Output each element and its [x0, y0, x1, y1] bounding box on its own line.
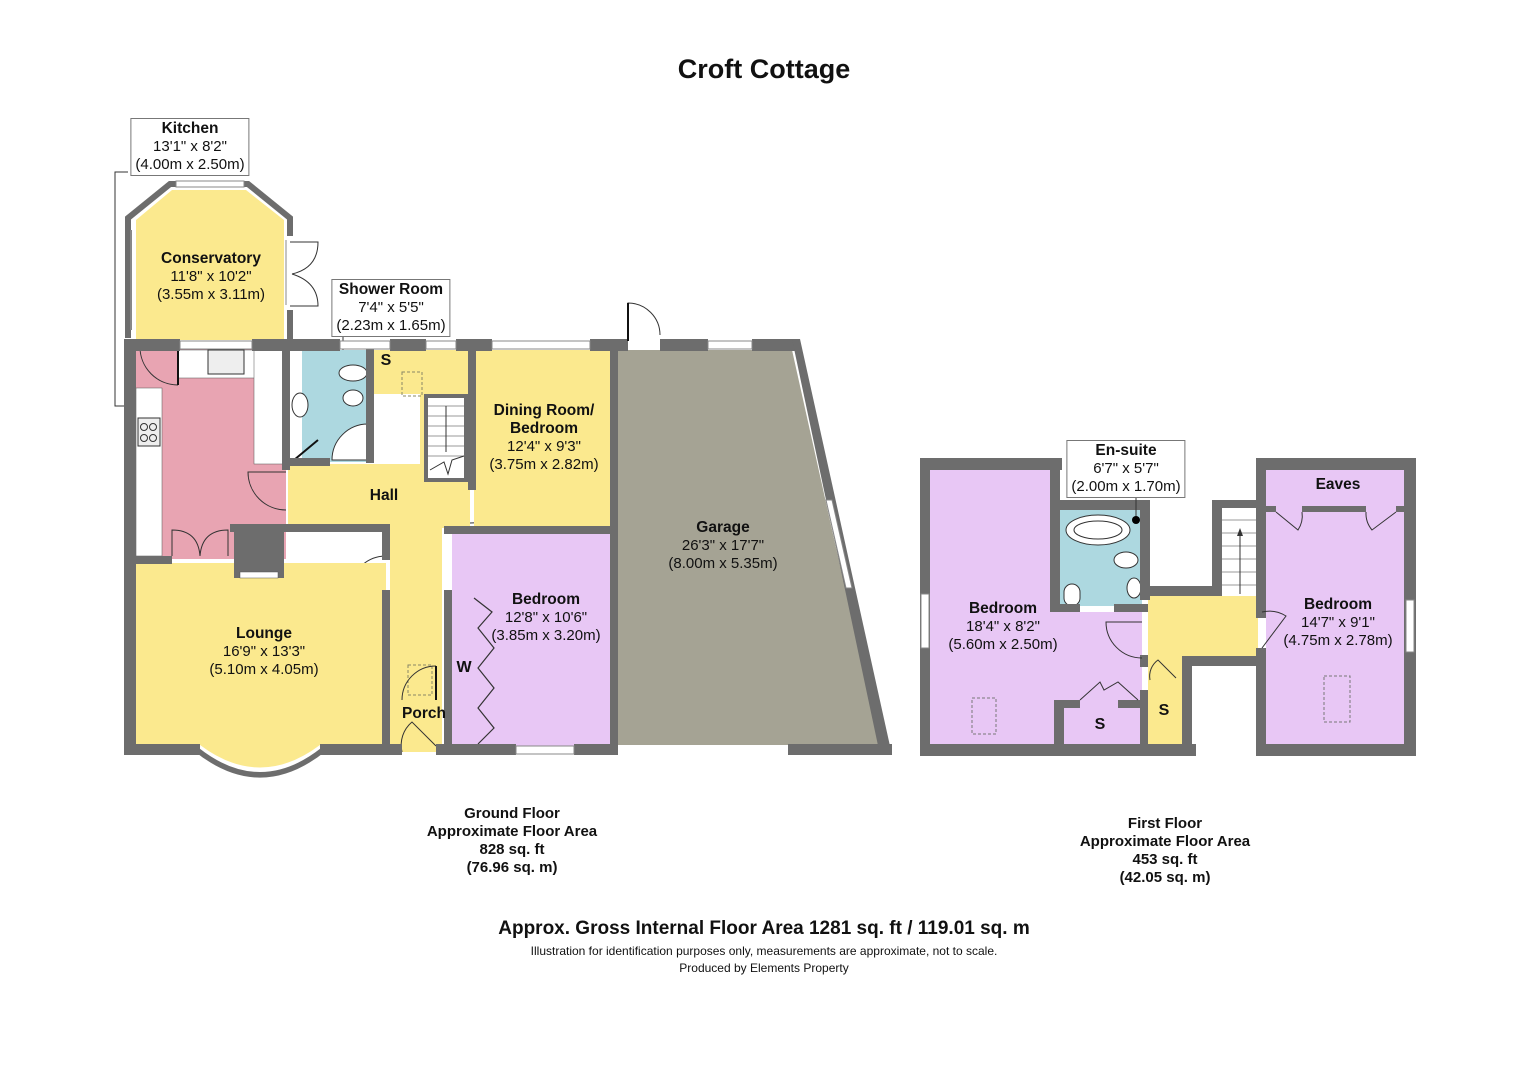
first-floor-area-line4: (42.05 sq. m) — [1119, 869, 1211, 886]
ground-bedroom — [452, 534, 610, 746]
first-bedroom-2-name: Bedroom — [1303, 596, 1373, 613]
hall-name: Hall — [369, 487, 399, 504]
page-title: Croft Cottage — [677, 54, 851, 84]
ground-floor-area-line1: Ground Floor — [464, 805, 560, 822]
ensuite-imperial: 6'7" x 5'7" — [1093, 460, 1159, 477]
conservatory-label: Conservatory 11'8" x 10'2" (3.55m x 3.11… — [157, 250, 265, 304]
wardrobe-marker: W — [456, 659, 472, 676]
store-marker-ff-2: S — [1158, 702, 1170, 719]
garage-imperial: 26'3" x 17'7" — [681, 537, 765, 554]
first-bedroom-1-label: Bedroom 18'4" x 8'2" (5.60m x 2.50m) — [948, 600, 1057, 654]
ground-bedroom-name: Bedroom — [511, 591, 581, 608]
shower-room-imperial: 7'4" x 5'5" — [358, 299, 424, 316]
first-bedroom-2-label: Bedroom 14'7" x 9'1" (4.75m x 2.78m) — [1283, 596, 1392, 650]
ground-bedroom-imperial: 12'8" x 10'6" — [504, 609, 588, 626]
bath-icon — [1065, 514, 1131, 546]
ground-floor-area-line4: (76.96 sq. m) — [466, 859, 558, 876]
first-bedroom-1-metric: (5.60m x 2.50m) — [948, 636, 1058, 653]
garage-name: Garage — [696, 519, 750, 536]
lounge-room — [136, 563, 386, 745]
garage-metric: (8.00m x 5.35m) — [668, 555, 778, 572]
ground-floor-area-line2: Approximate Floor Area — [426, 823, 598, 840]
hall-label: Hall — [370, 487, 398, 505]
landing — [1148, 596, 1258, 658]
kitchen-name: Kitchen — [161, 120, 219, 137]
first-floor-area-line3: 453 sq. ft — [1132, 851, 1198, 868]
first-bedroom-1-name: Bedroom — [968, 600, 1038, 617]
garage-room — [616, 350, 880, 745]
dining-name-line1: Dining Room/ — [493, 402, 595, 419]
conservatory-metric: (3.55m x 3.11m) — [156, 286, 266, 303]
kitchen-metric: (4.00m x 2.50m) — [135, 156, 245, 173]
chimney-breast — [234, 530, 284, 578]
bidet-icon — [342, 389, 364, 407]
eaves-name: Eaves — [1315, 476, 1361, 493]
dining-room-label: Dining Room/ Bedroom 12'4" x 9'3" (3.75m… — [489, 402, 598, 474]
toilet-icon — [338, 364, 368, 382]
kitchen-label: Kitchen 13'1" x 8'2" (4.00m x 2.50m) — [130, 118, 250, 176]
kitchen-imperial: 13'1" x 8'2" — [153, 138, 227, 155]
ground-bedroom-metric: (3.85m x 3.20m) — [491, 627, 601, 644]
eaves-label: Eaves — [1316, 476, 1361, 494]
dining-room — [474, 350, 610, 526]
first-bedroom-1-imperial: 18'4" x 8'2" — [966, 618, 1040, 635]
first-floor-area: First Floor Approximate Floor Area 453 s… — [1080, 815, 1250, 887]
first-bedroom-2-metric: (4.75m x 2.78m) — [1283, 632, 1393, 649]
first-floor-area-line2: Approximate Floor Area — [1079, 833, 1251, 850]
gross-floor-area: Approx. Gross Internal Floor Area 1281 s… — [498, 918, 1030, 939]
first-bedroom-2 — [1266, 470, 1406, 746]
store-marker-ff-1: S — [1094, 716, 1106, 733]
conservatory-room — [136, 190, 284, 340]
store-marker-gf: S — [380, 352, 392, 369]
shower-room-label: Shower Room 7'4" x 5'5" (2.23m x 1.65m) — [331, 279, 451, 337]
dining-name-line2: Bedroom — [509, 420, 579, 437]
sink-icon — [207, 349, 245, 375]
shower-room-metric: (2.23m x 1.65m) — [336, 317, 446, 334]
basin-icon — [291, 392, 309, 418]
hob-icon — [137, 417, 161, 447]
garage-label: Garage 26'3" x 17'7" (8.00m x 5.35m) — [668, 519, 777, 573]
producer-credit: Produced by Elements Property — [679, 961, 849, 975]
lounge-label: Lounge 16'9" x 13'3" (5.10m x 4.05m) — [209, 625, 318, 679]
dining-imperial: 12'4" x 9'3" — [507, 438, 581, 455]
first-floor-area-line1: First Floor — [1127, 815, 1203, 832]
first-bedroom-1 — [930, 468, 1142, 744]
shower-room-name: Shower Room — [338, 281, 444, 298]
dining-metric: (3.75m x 2.82m) — [489, 456, 599, 473]
ensuite-metric: (2.00m x 1.70m) — [1071, 478, 1181, 495]
conservatory-imperial: 11'8" x 10'2" — [170, 268, 252, 285]
ground-bedroom-label: Bedroom 12'8" x 10'6" (3.85m x 3.20m) — [491, 591, 600, 645]
ensuite-name: En-suite — [1095, 442, 1157, 459]
disclaimer: Illustration for identification purposes… — [530, 944, 998, 958]
porch-name: Porch — [402, 705, 446, 722]
ensuite-label: En-suite 6'7" x 5'7" (2.00m x 1.70m) — [1066, 440, 1186, 498]
ground-floor-area: Ground Floor Approximate Floor Area 828 … — [427, 805, 597, 877]
lounge-name: Lounge — [236, 625, 292, 642]
lounge-imperial: 16'9" x 13'3" — [222, 643, 306, 660]
first-bedroom-2-imperial: 14'7" x 9'1" — [1301, 614, 1375, 631]
porch-label: Porch — [402, 705, 446, 723]
lounge-metric: (5.10m x 4.05m) — [209, 661, 319, 678]
ground-floor-area-line3: 828 sq. ft — [479, 841, 545, 858]
conservatory-name: Conservatory — [161, 250, 261, 267]
